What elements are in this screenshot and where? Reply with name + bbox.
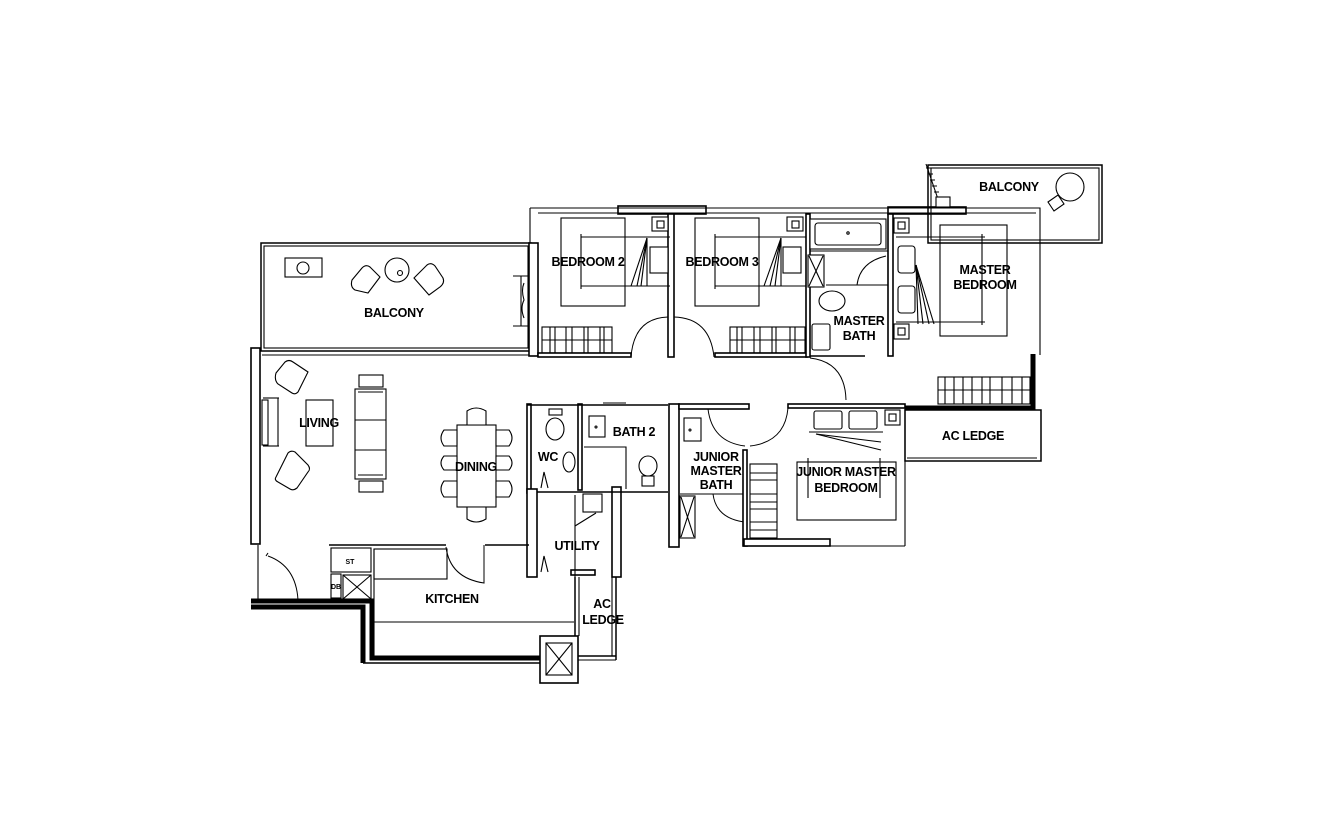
cistern-icon xyxy=(548,408,563,416)
exterior-walls xyxy=(250,205,1036,664)
room-label-junior-master-bedroom-1: JUNIOR MASTER xyxy=(796,465,896,479)
room-label-ac-ledge-south-2: LEDGE xyxy=(582,613,624,627)
sink-icon xyxy=(811,323,831,351)
chair-icon xyxy=(350,265,381,294)
basin-icon xyxy=(562,451,576,473)
junior-master-bedroom: JUNIOR MASTER BEDROOM xyxy=(749,403,906,547)
balcony-main: BALCONY xyxy=(260,242,533,352)
bed-icon xyxy=(694,217,760,307)
pillow-icon xyxy=(813,410,843,430)
master-bath: MASTER BATH xyxy=(805,213,894,358)
chair-icon xyxy=(440,455,458,471)
tap-icon xyxy=(521,282,525,319)
ac-ledge-east: AC LEDGE xyxy=(904,409,1042,462)
chair-icon xyxy=(1047,194,1065,212)
room-label-kitchen: KITCHEN xyxy=(425,592,479,606)
door-swing-icon xyxy=(630,316,669,358)
toilet-icon xyxy=(638,455,658,477)
service-core: WC BATH 2 UTILITY xyxy=(526,402,668,578)
room-label-junior-master-bath-1: JUNIOR xyxy=(693,450,739,464)
ceiling-fan-icon xyxy=(884,409,901,426)
chair-icon xyxy=(495,480,513,498)
door-fold-icon xyxy=(540,471,549,489)
ceiling-fan-icon xyxy=(786,216,804,232)
round-table-icon xyxy=(1055,172,1085,202)
sink-icon xyxy=(683,417,702,442)
door-swing-icon xyxy=(673,316,715,358)
room-label-bath-2: BATH 2 xyxy=(613,425,656,439)
bed-icon xyxy=(560,217,626,307)
chair-icon xyxy=(440,480,458,498)
door-swing-icon xyxy=(749,407,789,447)
chair-icon xyxy=(466,506,487,523)
door-swing-icon xyxy=(445,545,485,584)
entrance-door-icon xyxy=(267,555,299,601)
balcony-master: BALCONY xyxy=(925,163,1103,244)
pillow-icon xyxy=(848,410,878,430)
ceiling-fan-icon xyxy=(893,323,910,340)
coffee-table-icon xyxy=(305,399,334,447)
nightstand-icon xyxy=(649,246,669,274)
room-label-store: ST xyxy=(346,559,356,566)
side-table-icon xyxy=(284,257,323,278)
ceiling-fan-icon xyxy=(651,216,669,232)
chair-icon xyxy=(413,263,445,296)
room-label-ac-ledge-south-1: AC xyxy=(593,597,611,611)
chair-icon xyxy=(440,429,458,447)
room-label-balcony: BALCONY xyxy=(364,306,425,320)
cistern-icon xyxy=(641,475,655,487)
kitchen: ST DB KITCHEN xyxy=(329,544,579,684)
room-label-balcony-master: BALCONY xyxy=(979,180,1040,194)
room-label-bedroom-2: BEDROOM 2 xyxy=(551,255,624,269)
room-label-junior-master-bath-3: BATH xyxy=(700,478,733,492)
nightstand-icon xyxy=(782,246,802,274)
door-fold-icon xyxy=(540,555,549,573)
door-swing-icon xyxy=(856,255,887,286)
bedroom-3: BEDROOM 3 xyxy=(673,216,808,358)
room-label-master-bedroom-2: BEDROOM xyxy=(953,278,1016,292)
vent-icon xyxy=(935,196,951,208)
room-label-dining: DINING xyxy=(455,460,497,474)
room-label-ac-ledge-east: AC LEDGE xyxy=(942,429,1004,443)
ceiling-fan-icon xyxy=(893,217,910,234)
nightstand-icon xyxy=(897,245,916,274)
room-label-utility: UTILITY xyxy=(554,539,600,553)
room-label-master-bath-1: MASTER xyxy=(834,314,885,328)
room-label-living: LIVING xyxy=(299,416,339,430)
door-swing-icon xyxy=(809,357,847,401)
chair-icon xyxy=(495,429,513,447)
door-swing-icon xyxy=(707,408,746,447)
bedroom-2: BEDROOM 2 xyxy=(537,216,670,358)
junior-master-bath: JUNIOR MASTER BATH xyxy=(668,403,831,548)
wardrobe-icon xyxy=(749,463,778,539)
living-dining: LIVING DINING xyxy=(257,359,513,601)
side-table-icon xyxy=(358,374,384,388)
door-swing-icon xyxy=(712,493,745,523)
side-table-icon xyxy=(358,480,384,493)
toilet-icon xyxy=(545,417,565,441)
room-label-junior-master-bath-2: MASTER xyxy=(691,464,742,478)
chair-icon xyxy=(466,407,487,426)
nightstand-icon xyxy=(897,285,916,314)
room-label-bedroom-3: BEDROOM 3 xyxy=(685,255,758,269)
ac-ledge-south: AC LEDGE xyxy=(574,577,624,661)
room-label-junior-master-bedroom-2: BEDROOM xyxy=(814,481,877,495)
armchair-icon xyxy=(274,359,309,395)
room-label-db: DB xyxy=(331,584,341,591)
armchair-icon xyxy=(274,450,311,491)
round-table-icon xyxy=(384,257,410,283)
room-label-master-bath-2: BATH xyxy=(843,329,876,343)
room-label-master-bedroom-1: MASTER xyxy=(960,263,1011,277)
chair-icon xyxy=(495,455,513,471)
toilet-icon xyxy=(818,290,846,312)
sofa-icon xyxy=(354,388,387,480)
washer-icon xyxy=(582,493,603,513)
railing-hatch-icon xyxy=(926,167,941,199)
room-label-wc: WC xyxy=(538,450,558,464)
